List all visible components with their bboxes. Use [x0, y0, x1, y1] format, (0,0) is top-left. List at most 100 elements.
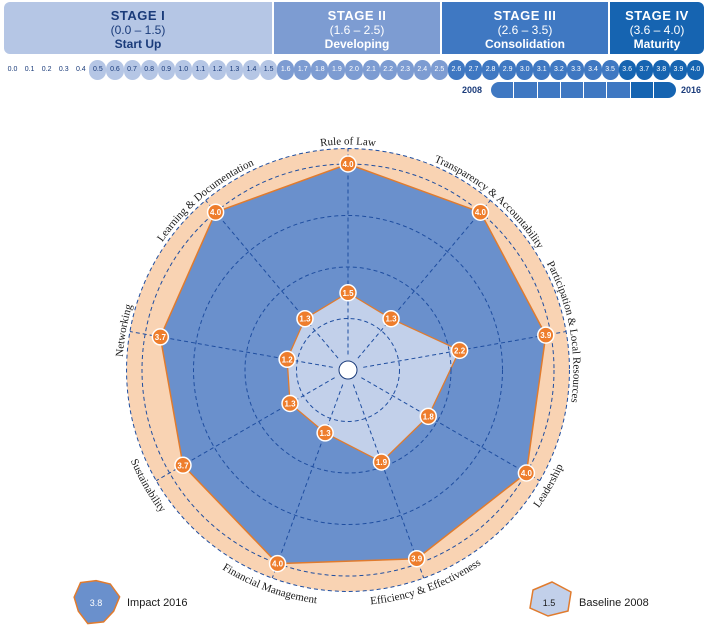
scale-tick: 1.0 [174, 60, 192, 80]
scale-tick: 0.5 [89, 60, 107, 80]
scale-tick: 3.8 [652, 60, 670, 80]
impact-value-marker [471, 203, 490, 221]
scale-tick: 0.9 [157, 60, 175, 80]
impact-value-label: 3.7 [155, 333, 167, 342]
impact-value-marker [407, 549, 426, 568]
scale-tick: 1.4 [243, 60, 261, 80]
legend-baseline-sample: 1.5 [543, 598, 556, 608]
scale-tick: 0.7 [123, 60, 141, 80]
baseline-value-marker [419, 407, 438, 426]
center-hub [338, 360, 358, 380]
stage-4-name: STAGE IV [625, 8, 689, 23]
grid-ring [296, 318, 400, 422]
stage-3-header: STAGE III (2.6 – 3.5) Consolidation [442, 2, 608, 54]
baseline-value-marker [316, 424, 334, 442]
timeline-segment [584, 82, 607, 98]
timeline-end-year: 2016 [681, 85, 702, 95]
scale-tick: 0.8 [140, 60, 158, 80]
axis-spoke [361, 377, 541, 482]
baseline-value-label: 1.2 [282, 355, 294, 364]
scale-tick: 0.0 [4, 60, 22, 80]
scale-tick: 1.8 [311, 60, 329, 80]
scale-tick: 0.2 [38, 60, 56, 80]
stage-1-name: STAGE I [110, 8, 166, 23]
impact-value-label: 3.7 [177, 461, 189, 470]
impact-value-marker [151, 328, 170, 346]
timeline-segment [630, 82, 653, 98]
scale-tick: 2.3 [396, 60, 414, 80]
scale-tick: 2.7 [464, 60, 483, 80]
legend-impact-sample: 3.8 [90, 598, 103, 608]
baseline-value-marker [450, 341, 469, 360]
scale-tick: 1.1 [191, 60, 209, 80]
impact-value-marker [339, 155, 357, 173]
timeline-segment [491, 82, 514, 98]
baseline-value-label: 1.8 [423, 412, 435, 421]
stage-1-header: STAGE I (0.0 – 1.5) Start Up [4, 2, 272, 54]
scale-tick: 0.4 [72, 60, 90, 80]
stage-2-range: (1.6 – 2.5) [329, 23, 385, 37]
stage-4-label: Maturity [633, 37, 681, 51]
timeline-bar [491, 82, 677, 98]
stage-2-name: STAGE II [327, 8, 387, 23]
axis-spoke [352, 384, 425, 579]
scale-tick: 2.1 [362, 60, 380, 80]
impact-value-label: 4.0 [521, 469, 533, 478]
baseline-value-marker [339, 284, 357, 302]
baseline-value-label: 1.5 [342, 289, 354, 298]
radar-chart: 4.04.03.94.03.94.03.73.74.01.51.32.21.81… [73, 136, 582, 625]
baseline-value-label: 1.3 [284, 399, 296, 408]
scale-tick: 3.3 [567, 60, 585, 80]
impact-value-label: 4.0 [272, 560, 284, 569]
timeline-start-year: 2008 [462, 85, 483, 95]
timeline-segment [537, 82, 560, 98]
axis-spoke [363, 331, 567, 368]
scale-tick: 2.5 [430, 60, 448, 80]
stage-3-label: Consolidation [485, 37, 565, 51]
scale-tick: 3.4 [584, 60, 602, 80]
baseline-value-marker [281, 394, 299, 413]
scale-tick: 3.9 [669, 60, 687, 80]
scale-tick: 0.1 [21, 60, 39, 80]
stage-4-header: STAGE IV (3.6 – 4.0) Maturity [610, 2, 704, 54]
baseline-value-marker [372, 453, 391, 471]
scale-tick: 2.0 [345, 60, 363, 80]
impact-value-marker [268, 554, 287, 573]
scale-tick: 1.7 [294, 60, 312, 80]
stage-2-header: STAGE II (1.6 – 2.5) Developing [274, 2, 440, 54]
legend-baseline-swatch [529, 581, 572, 617]
stage-4-range: (3.6 – 4.0) [629, 23, 685, 37]
scale-tick: 3.2 [550, 60, 568, 80]
axis-spoke [357, 200, 491, 359]
impact-value-marker [174, 456, 192, 475]
impact-value-marker [517, 464, 536, 482]
scale-tick: 3.5 [601, 60, 619, 80]
stage-1-label: Start Up [114, 37, 162, 51]
scale-tick: 0.3 [55, 60, 73, 80]
baseline-value-label: 1.3 [299, 315, 311, 324]
axis-spoke [271, 384, 344, 579]
baseline-value-label: 2.2 [454, 346, 466, 355]
timeline-segment [607, 82, 630, 98]
impact-value-label: 4.0 [342, 160, 354, 169]
scale-tick: 3.0 [516, 60, 534, 80]
scale-tick: 1.9 [328, 60, 346, 80]
impact-value-label: 4.0 [210, 208, 222, 217]
stage-3-range: (2.6 – 3.5) [497, 23, 553, 37]
stage-2-label: Developing [324, 37, 390, 51]
impact-value-marker [537, 326, 555, 344]
baseline-value-marker [296, 309, 314, 328]
impact-value-marker [206, 203, 225, 221]
timeline-segment [560, 82, 583, 98]
baseline-value-marker [382, 309, 400, 328]
legend-impact-swatch [73, 579, 121, 625]
scale-tick: 2.6 [447, 60, 465, 80]
scale-tick: 3.1 [533, 60, 551, 80]
grid-ring [141, 163, 555, 577]
scale-tick: 0.6 [106, 60, 124, 80]
scale-tick: 2.9 [499, 60, 517, 80]
baseline-value-marker [278, 350, 296, 369]
scale-tick: 1.5 [260, 60, 278, 80]
impact-value-label: 4.0 [475, 208, 487, 217]
